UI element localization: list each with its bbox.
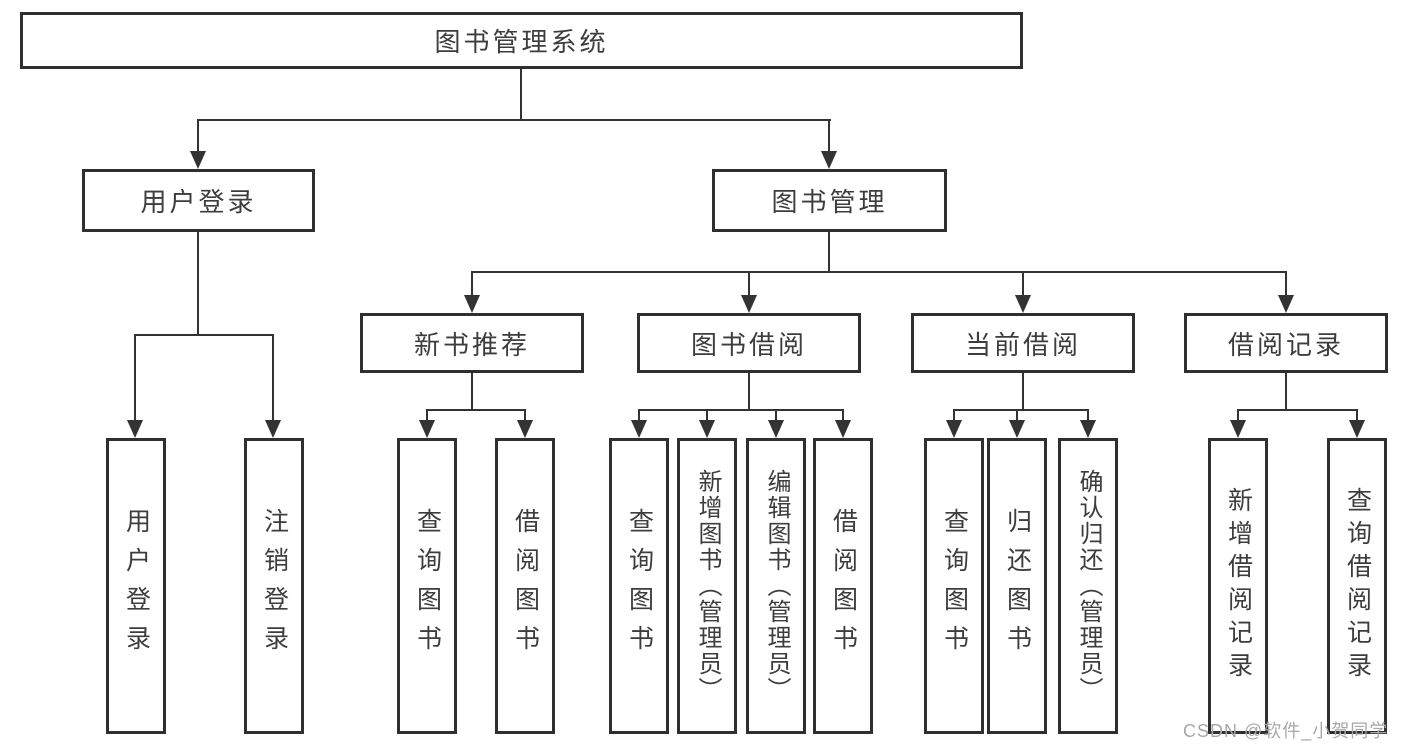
- connector-book-borrow-hline: [639, 409, 844, 411]
- connector-book-borrow-down: [748, 373, 750, 411]
- node-book-mgmt: 图书管理: [712, 169, 947, 232]
- leaf-query-book-2-label: 查询图书: [625, 508, 654, 664]
- connector-root-hline: [197, 119, 831, 121]
- connector-stub: [426, 409, 428, 421]
- connector-root-stub: [520, 69, 522, 120]
- leaf-return-book: 归还图书: [987, 438, 1047, 734]
- connector-user-login-stub: [197, 119, 199, 153]
- connector-leaf-logout-stub: [272, 334, 274, 421]
- arrow-to-query-book-3: [946, 420, 962, 438]
- node-book-borrow: 图书借阅: [637, 313, 861, 373]
- leaf-borrow-book-1: 借阅图书: [495, 438, 555, 734]
- arrow-to-query-record: [1349, 420, 1365, 438]
- arrow-to-query-book-1: [419, 420, 435, 438]
- node-borrow-records-label: 借阅记录: [1227, 329, 1344, 360]
- leaf-borrow-book-2: 借阅图书: [813, 438, 873, 734]
- leaf-add-borrow-record: 新增借阅记录: [1208, 438, 1268, 734]
- node-borrow-records: 借阅记录: [1184, 313, 1388, 373]
- arrow-to-leaf-logout: [265, 420, 281, 438]
- leaf-query-borrow-record-label: 查询借阅记录: [1343, 487, 1372, 685]
- leaf-confirm-return-admin-label: 确认归还（管理员）: [1075, 469, 1102, 703]
- arrow-to-current-borrow: [1015, 295, 1031, 313]
- connector-new-book-down: [471, 373, 473, 411]
- connector-current-borrow-hline: [954, 409, 1089, 411]
- arrow-to-return-book: [1009, 420, 1025, 438]
- arrow-to-book-borrow: [741, 295, 757, 313]
- connector-stub: [524, 409, 526, 421]
- connector-book-mgmt-hline: [472, 271, 1287, 273]
- leaf-logout: 注销登录: [244, 438, 304, 734]
- arrow-to-leaf-login: [127, 420, 143, 438]
- leaf-return-book-label: 归还图书: [1003, 508, 1032, 664]
- arrow-to-book-mgmt: [821, 151, 837, 169]
- leaf-borrow-book-2-label: 借阅图书: [829, 508, 858, 664]
- arrow-to-borrow-book-1: [517, 420, 533, 438]
- connector-new-book-stub: [471, 271, 473, 297]
- connector-borrow-records-down: [1285, 373, 1287, 411]
- leaf-add-book-admin-label: 新增图书（管理员）: [694, 469, 721, 703]
- connector-book-mgmt-down: [828, 232, 830, 273]
- connector-stub: [706, 409, 708, 421]
- arrow-to-borrow-book-2: [835, 420, 851, 438]
- leaf-add-borrow-record-label: 新增借阅记录: [1224, 487, 1253, 685]
- leaf-edit-book-admin-label: 编辑图书（管理员）: [763, 469, 790, 703]
- arrow-to-confirm-return: [1080, 420, 1096, 438]
- arrow-to-edit-book: [768, 420, 784, 438]
- node-user-login-label: 用户登录: [140, 187, 257, 217]
- connector-user-login-down: [197, 232, 199, 335]
- leaf-query-book-3-label: 查询图书: [940, 508, 969, 664]
- connector-stub: [1356, 409, 1358, 421]
- connector-user-login-hline: [135, 334, 274, 336]
- connector-book-mgmt-stub: [828, 119, 830, 153]
- leaf-query-book-3: 查询图书: [924, 438, 984, 734]
- arrow-to-user-login: [190, 151, 206, 169]
- connector-leaf-login-stub: [134, 334, 136, 421]
- connector-current-borrow-stub: [1022, 271, 1024, 297]
- arrow-to-query-book-2: [631, 420, 647, 438]
- node-user-login: 用户登录: [82, 169, 315, 232]
- connector-stub: [775, 409, 777, 421]
- node-book-mgmt-label: 图书管理: [771, 187, 888, 217]
- leaf-query-book-1: 查询图书: [397, 438, 457, 734]
- connector-stub: [638, 409, 640, 421]
- arrow-to-add-book: [699, 420, 715, 438]
- connector-stub: [842, 409, 844, 421]
- csdn-watermark: CSDN @软件_小贺同学: [1183, 721, 1389, 741]
- leaf-borrow-book-1-label: 借阅图书: [511, 508, 540, 664]
- connector-stub: [1237, 409, 1239, 421]
- arrow-to-add-record: [1230, 420, 1246, 438]
- leaf-query-book-1-label: 查询图书: [413, 508, 442, 664]
- leaf-user-login: 用户登录: [106, 438, 166, 734]
- leaf-add-book-admin: 新增图书（管理员）: [677, 438, 737, 734]
- connector-current-borrow-down: [1022, 373, 1024, 411]
- arrow-to-new-book: [464, 295, 480, 313]
- leaf-query-borrow-record: 查询借阅记录: [1327, 438, 1387, 734]
- node-new-book-rec-label: 新书推荐: [413, 329, 530, 360]
- node-current-borrow: 当前借阅: [911, 313, 1135, 373]
- connector-stub: [1087, 409, 1089, 421]
- node-book-borrow-label: 图书借阅: [690, 329, 807, 360]
- leaf-logout-label: 注销登录: [260, 508, 289, 664]
- node-root-label: 图书管理系统: [434, 27, 609, 57]
- node-root: 图书管理系统: [20, 12, 1023, 69]
- connector-borrow-records-hline: [1238, 409, 1358, 411]
- connector-borrow-records-stub: [1285, 271, 1287, 297]
- connector-book-borrow-stub: [748, 271, 750, 297]
- node-current-borrow-label: 当前借阅: [964, 329, 1081, 360]
- leaf-edit-book-admin: 编辑图书（管理员）: [746, 438, 806, 734]
- node-new-book-rec: 新书推荐: [360, 313, 584, 373]
- connector-new-book-hline: [427, 409, 526, 411]
- leaf-user-login-label: 用户登录: [122, 508, 151, 664]
- leaf-confirm-return-admin: 确认归还（管理员）: [1058, 438, 1118, 734]
- leaf-query-book-2: 查询图书: [609, 438, 669, 734]
- connector-stub: [953, 409, 955, 421]
- connector-stub: [1016, 409, 1018, 421]
- arrow-to-borrow-records: [1278, 295, 1294, 313]
